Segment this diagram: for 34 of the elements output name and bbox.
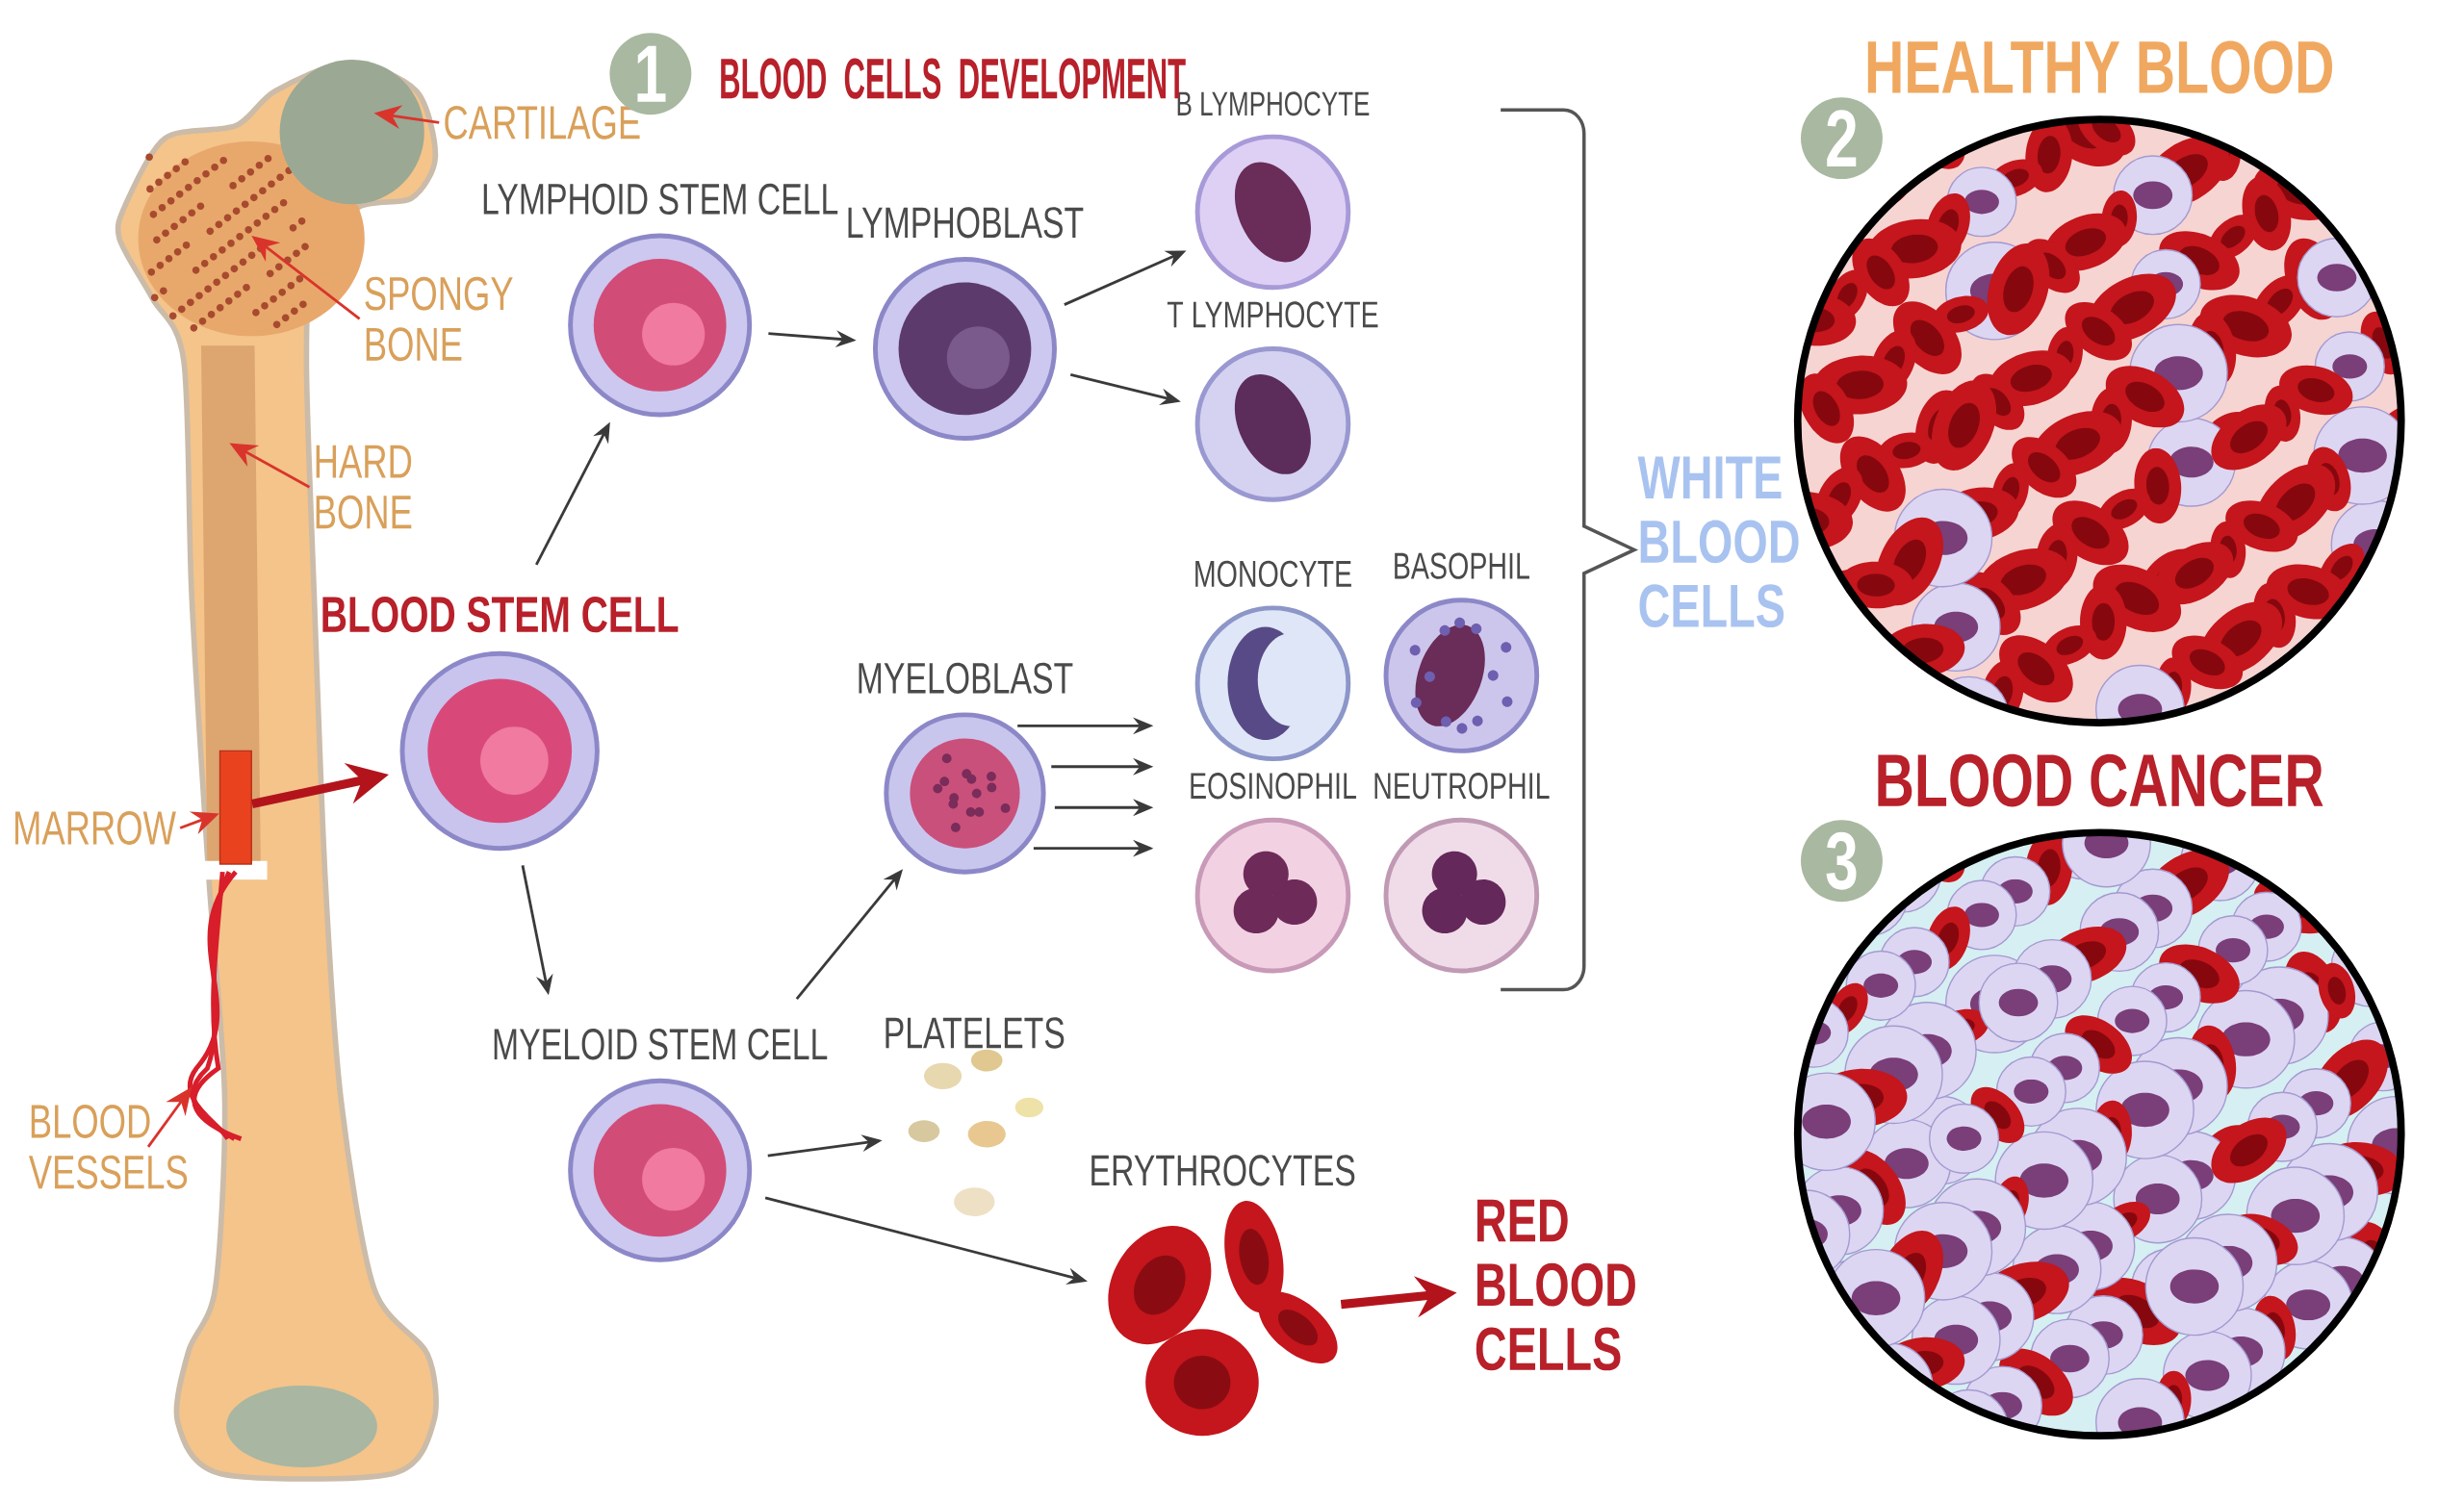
group-label: RED BLOOD CELLS (1476, 1199, 1635, 1371)
blood-cell: BLOOD STEM CELL (322, 597, 679, 852)
blood-cell: MONOCYTE (1194, 560, 1351, 762)
node-label: T LYMPHOCYTE (1167, 301, 1378, 328)
group-label: WHITE BLOOD CELLS (1637, 456, 1799, 628)
node-label: BLOOD CANCER (1878, 753, 2323, 807)
node-label: MYELOBLAST (859, 662, 1073, 695)
blood-cell: MYELOID STEM CELL (494, 1029, 828, 1262)
node-label: HEALTHY BLOOD (1867, 40, 2333, 94)
blood-cell: EOSINOPHIL (1191, 773, 1356, 974)
blood-cell: T LYMPHOCYTE (1167, 301, 1378, 502)
node-label: ERYTHROCYTES (1091, 1155, 1355, 1186)
node-label: EOSINOPHIL (1191, 773, 1356, 800)
number-badge: 3 (1801, 820, 1883, 903)
blood-cell: LYMPHOBLAST (848, 207, 1084, 442)
blood-cell: MYELOBLAST (859, 662, 1073, 875)
part-label: BLOOD VESSELS (28, 1105, 188, 1189)
node-label: BASOPHIL (1395, 552, 1529, 579)
marrow-rod (218, 750, 252, 865)
part-label: MARROW (15, 811, 176, 845)
node-label: PLATELETS (886, 1017, 1065, 1049)
blood-cell: NEUTROPHIL (1374, 773, 1550, 974)
node-label: MONOCYTE (1195, 560, 1351, 588)
number-badge: 2 (1801, 97, 1883, 180)
node-label: MYELOID STEM CELL (494, 1029, 828, 1060)
node-label: BLOOD STEM CELL (322, 597, 679, 633)
erythrocytes-drawing: ERYTHROCYTES (1091, 1155, 1355, 1437)
node-label: LYMPHOID STEM CELL (483, 183, 838, 216)
part-label: SPONGY BONE (365, 276, 513, 362)
node-label: NEUTROPHIL (1374, 773, 1550, 800)
part-label: HARD BONE (316, 445, 412, 529)
platelets-drawing: PLATELETS (886, 1017, 1065, 1216)
node-label: LYMPHOBLAST (848, 207, 1084, 239)
blood-cell: BASOPHIL (1383, 552, 1540, 753)
